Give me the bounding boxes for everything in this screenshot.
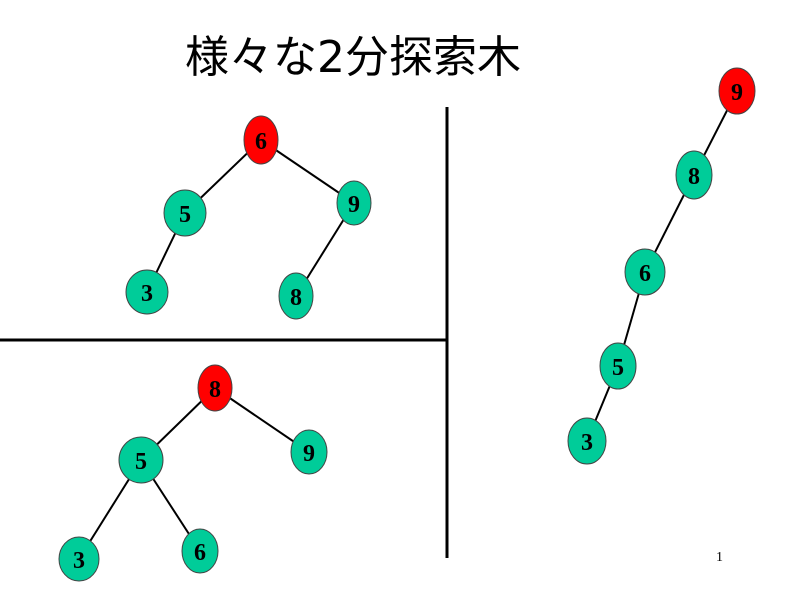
tree-top-left-node-shape-6 [243,115,279,165]
tree-bottom-left-node-label-5: 5 [135,449,147,475]
tree-top-left-node-shape-8 [278,272,314,320]
edges-layer [78,90,738,560]
tree-top-left-node-shape-9 [336,180,372,226]
tree-right-chain-node-5: 5 [599,342,637,390]
tree-top-left-node-3: 3 [125,269,169,315]
tree-top-left-node-label-9: 9 [348,192,360,218]
tree-right-chain-node-3: 3 [567,417,607,465]
tree-right-chain-node-label-9: 9 [731,80,743,106]
tree-bottom-left-node-9: 9 [290,429,328,475]
tree-bottom-left-node-shape-3 [58,536,100,582]
tree-right-chain-node-shape-9 [718,67,756,115]
tree-top-left-node-shape-3 [125,269,169,315]
tree-top-left-node-label-8: 8 [290,285,302,311]
tree-bottom-left-node-6: 6 [181,528,219,574]
page-number: 1 [716,550,723,565]
tree-top-left-node-label-3: 3 [141,281,153,307]
tree-right-chain-node-shape-6 [624,248,666,296]
tree-bottom-left-node-shape-5 [118,436,164,484]
tree-bottom-left-node-5: 5 [118,436,164,484]
tree-bottom-left-node-label-9: 9 [303,441,315,467]
tree-right-chain-node-label-3: 3 [581,430,593,456]
tree-bottom-left-node-label-6: 6 [194,540,206,566]
tree-top-left-node-5: 5 [163,189,207,237]
tree-right-chain-node-shape-5 [599,342,637,390]
tree-top-left-node-9: 9 [336,180,372,226]
tree-right-chain-node-shape-8 [675,150,713,200]
tree-top-left-node-shape-5 [163,189,207,237]
tree-right-chain-node-8: 8 [675,150,713,200]
tree-top-left-node-label-6: 6 [255,129,267,155]
slide-title: 様々な2分探索木 [185,32,521,83]
tree-top-left-node-8: 8 [278,272,314,320]
tree-right-chain-node-shape-3 [567,417,607,465]
tree-right-chain-node-label-6: 6 [639,261,651,287]
tree-bottom-left-node-label-3: 3 [73,548,85,574]
tree-right-chain-node-6: 6 [624,248,666,296]
tree-right-chain-node-9: 9 [718,67,756,115]
tree-top-left-node-label-5: 5 [179,202,191,228]
tree-bottom-left-node-8: 8 [197,364,233,412]
tree-bottom-left-node-shape-8 [197,364,233,412]
tree-bottom-left-node-shape-9 [290,429,328,475]
tree-bottom-left-node-shape-6 [181,528,219,574]
tree-top-left-node-6: 6 [243,115,279,165]
tree-right-chain-node-label-8: 8 [688,164,700,190]
tree-bottom-left-node-3: 3 [58,536,100,582]
tree-right-chain-node-label-5: 5 [612,355,624,381]
nodes-layer: 6 5 9 3 8 8 5 9 3 6 9 8 6 5 3 [58,67,756,582]
tree-bottom-left-node-label-8: 8 [209,377,221,403]
